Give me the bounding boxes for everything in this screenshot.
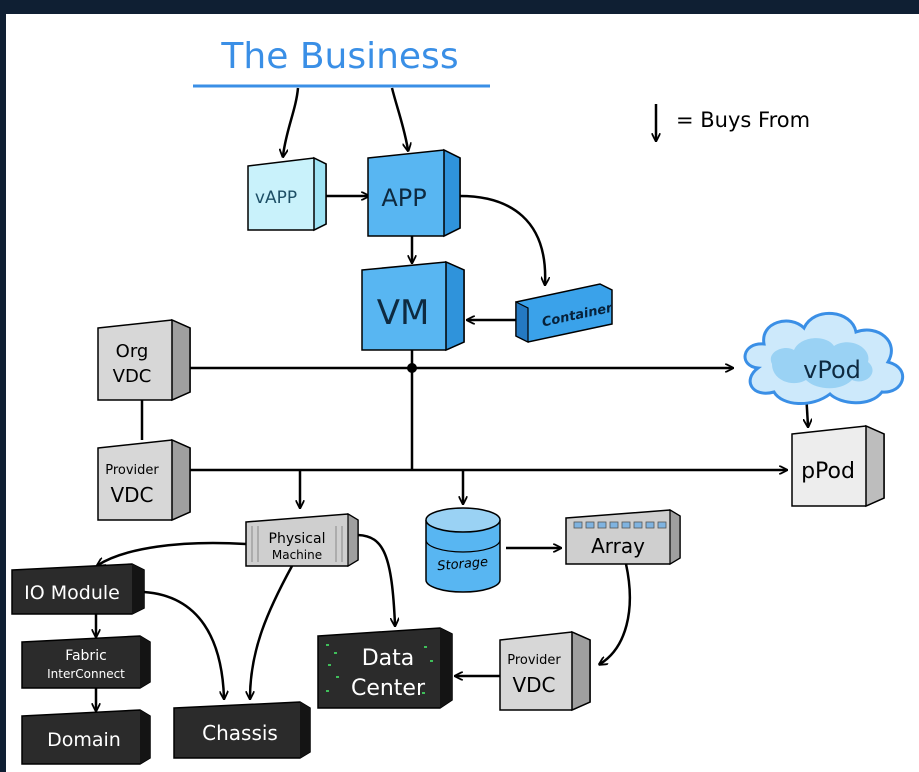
- provider-vdc-left-label-1: Provider: [105, 463, 159, 478]
- edge-physical-iomodule: [98, 541, 247, 565]
- edge-app-container: [459, 194, 545, 284]
- node-container: Container: [515, 283, 615, 343]
- array-label: Array: [591, 534, 645, 558]
- node-data-center: Data Center: [317, 627, 453, 709]
- edge-physical-chassis: [250, 565, 294, 698]
- node-domain: Domain: [21, 709, 151, 765]
- ppod-label: pPod: [801, 459, 855, 484]
- node-ppod: pPod: [791, 424, 885, 508]
- node-storage: Storage: [425, 507, 501, 593]
- node-provider-vdc-left: Provider VDC: [97, 438, 191, 522]
- node-fabric-interconnect: Fabric InterConnect: [21, 635, 151, 689]
- title-group: The Business: [193, 36, 490, 88]
- array-drive-bays: [573, 521, 667, 529]
- fabric-interconnect-label-2: InterConnect: [47, 667, 125, 681]
- data-center-label-2: Center: [351, 676, 426, 701]
- data-center-label-1: Data: [362, 646, 415, 671]
- edge-business-app: [390, 87, 408, 150]
- fabric-interconnect-label-1: Fabric: [65, 648, 107, 664]
- node-provider-vdc-right: Provider VDC: [499, 630, 591, 712]
- org-vdc-label-2: VDC: [113, 366, 152, 387]
- io-module-label: IO Module: [24, 582, 120, 604]
- node-vapp: vAPP: [247, 156, 327, 232]
- title-text: The Business: [220, 36, 458, 77]
- edge-physical-datacenter: [357, 533, 395, 625]
- vpod-label: vPod: [803, 356, 861, 384]
- physical-machine-label-2: Machine: [272, 548, 322, 562]
- node-org-vdc: Org VDC: [97, 318, 191, 402]
- data-center-leds: [326, 644, 433, 694]
- physical-machine-label-1: Physical: [269, 531, 326, 547]
- node-array: Array: [565, 508, 681, 566]
- provider-vdc-right-label-1: Provider: [507, 653, 561, 668]
- node-io-module: IO Module: [11, 563, 145, 615]
- node-vpod: vPod: [743, 312, 905, 406]
- junction-dot: [407, 363, 417, 373]
- node-app: APP: [367, 148, 461, 238]
- provider-vdc-left-label-2: VDC: [110, 483, 153, 507]
- vm-label: VM: [377, 293, 430, 333]
- node-vm: VM: [361, 260, 465, 352]
- node-physical-machine: Physical Machine: [245, 512, 359, 568]
- edge-array-providervdc: [600, 563, 632, 664]
- edge-business-vapp: [283, 87, 300, 156]
- legend: = Buys From: [656, 104, 810, 140]
- app-label: APP: [381, 184, 426, 212]
- edge-iomodule-chassis: [143, 590, 224, 698]
- org-vdc-label-1: Org: [116, 341, 149, 362]
- node-chassis: Chassis: [173, 701, 311, 759]
- provider-vdc-right-label-2: VDC: [512, 673, 555, 697]
- chassis-label: Chassis: [202, 721, 278, 745]
- domain-label: Domain: [47, 729, 121, 751]
- storage-label: Storage: [437, 555, 489, 574]
- legend-label: = Buys From: [676, 108, 810, 132]
- vapp-label: vAPP: [255, 188, 297, 208]
